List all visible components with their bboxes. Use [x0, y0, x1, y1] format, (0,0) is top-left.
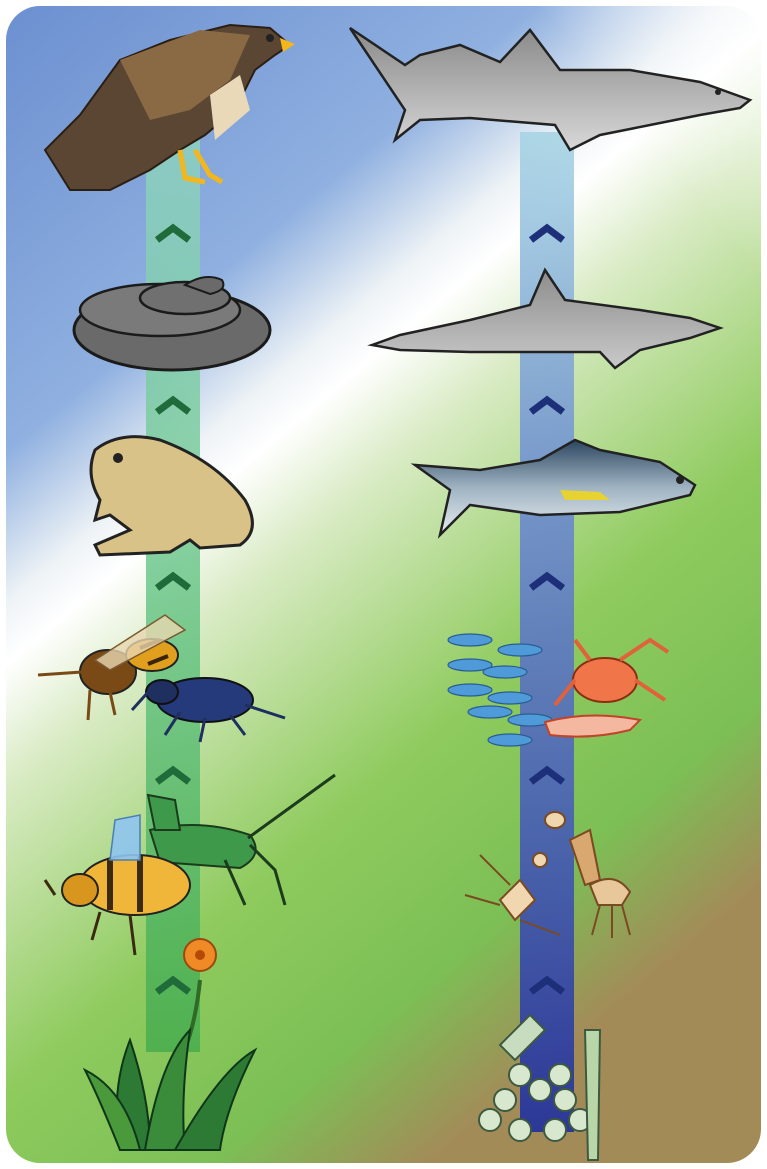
- food-chain-diagram: [0, 0, 767, 1169]
- diagram-canvas: [0, 0, 767, 1169]
